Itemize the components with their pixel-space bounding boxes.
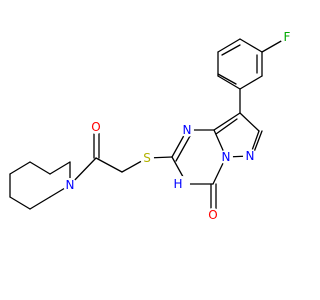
bond: [215, 118, 238, 135]
bond: [239, 38, 263, 53]
bond: [29, 196, 51, 210]
ring-fusion-nitrogen-label: N: [219, 150, 233, 164]
svg-text:H: H: [173, 177, 182, 191]
ring-oxygen-label: O: [206, 208, 220, 222]
bond: [221, 44, 241, 56]
triazine-nitrogen-label: N: [180, 123, 194, 137]
bond: [9, 161, 31, 175]
bond: [253, 130, 263, 153]
sulfur-label: S: [140, 151, 154, 165]
bond: [49, 161, 71, 175]
pyrazole-nitrogen-label: N: [243, 149, 257, 163]
bond: [217, 73, 237, 85]
fluorine-label: F: [280, 30, 294, 44]
bonds: [9, 38, 284, 210]
carbonyl-oxygen-label: O: [89, 120, 103, 134]
piperidine-nitrogen-label: N: [63, 178, 77, 192]
bond: [239, 112, 260, 132]
svg-text:N: N: [183, 123, 192, 137]
svg-text:N: N: [66, 178, 75, 192]
svg-text:N: N: [246, 149, 255, 163]
molecule-diagram: O N S N N N H O: [9, 30, 294, 222]
bond: [29, 161, 51, 175]
svg-text:S: S: [143, 151, 151, 165]
bond: [217, 75, 241, 90]
svg-text:N: N: [222, 150, 231, 164]
atom-labels: O N S N N N H O: [63, 30, 294, 222]
bond: [261, 39, 284, 53]
bond: [217, 38, 241, 53]
svg-text:O: O: [208, 208, 217, 222]
nh-label: H: [173, 176, 190, 192]
bond: [213, 112, 241, 131]
bond: [9, 196, 31, 210]
bond: [239, 75, 263, 90]
structure-svg: O N S N N N H O: [9, 30, 294, 222]
svg-text:F: F: [284, 30, 291, 44]
bond: [175, 135, 191, 162]
bond: [95, 157, 123, 173]
svg-text:O: O: [91, 120, 100, 134]
